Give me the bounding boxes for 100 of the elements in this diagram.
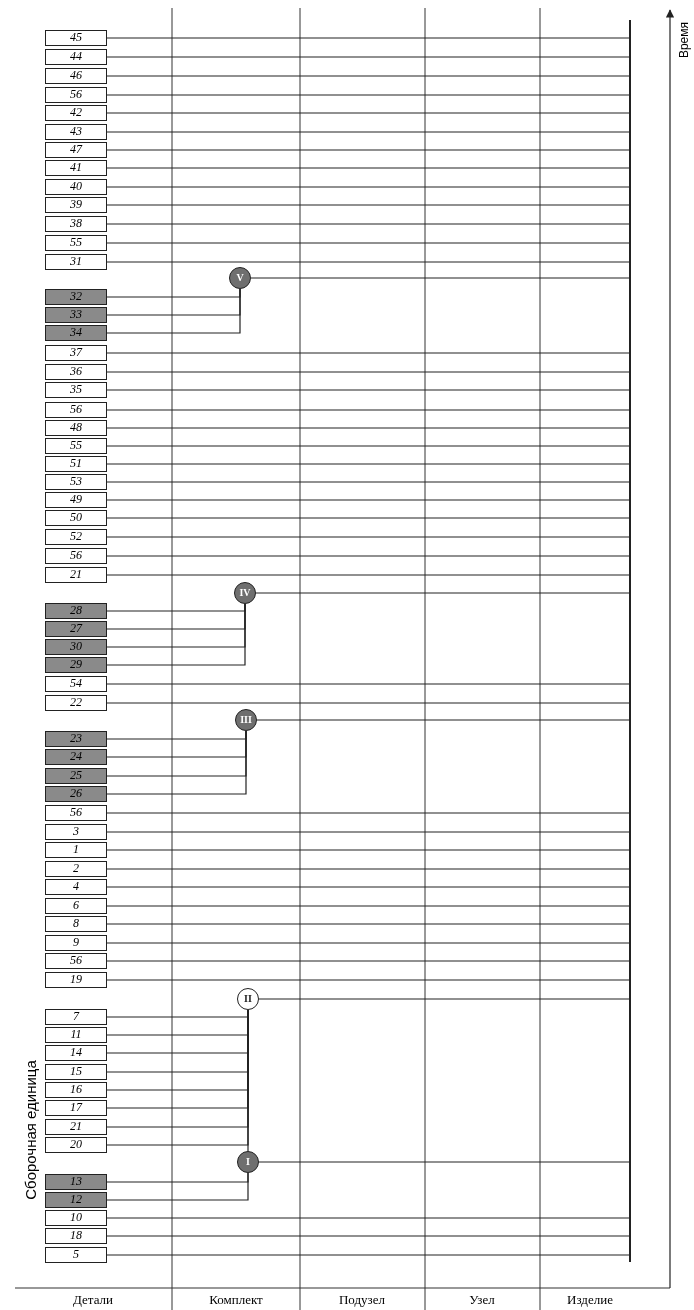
part-box: 56 xyxy=(45,805,107,821)
connector-line xyxy=(106,204,630,206)
part-box: 24 xyxy=(45,749,107,765)
part-box: 10 xyxy=(45,1210,107,1226)
part-box: 50 xyxy=(45,510,107,526)
kit-circle: IV xyxy=(234,582,256,604)
connector-line xyxy=(106,427,630,429)
connector-line xyxy=(106,389,630,391)
part-box: 34 xyxy=(45,325,107,341)
part-box: 25 xyxy=(45,768,107,784)
part-box: 16 xyxy=(45,1082,107,1098)
connector-line xyxy=(106,942,630,944)
connector-line xyxy=(106,37,630,39)
part-box: 1 xyxy=(45,842,107,858)
product-line xyxy=(629,20,631,1262)
part-box: 46 xyxy=(45,68,107,84)
part-box: 45 xyxy=(45,30,107,46)
connector-line xyxy=(106,536,630,538)
part-box: 43 xyxy=(45,124,107,140)
part-box: 55 xyxy=(45,438,107,454)
connector-line xyxy=(106,445,630,447)
part-box: 20 xyxy=(45,1137,107,1153)
part-box: 17 xyxy=(45,1100,107,1116)
part-box: 55 xyxy=(45,235,107,251)
part-box: 28 xyxy=(45,603,107,619)
kit-circle: V xyxy=(229,267,251,289)
part-box: 18 xyxy=(45,1228,107,1244)
part-box: 41 xyxy=(45,160,107,176)
connector-line xyxy=(106,94,630,96)
connector-line xyxy=(106,242,630,244)
connector-line xyxy=(106,223,630,225)
part-box: 8 xyxy=(45,916,107,932)
connector-line xyxy=(255,592,630,594)
connector-line xyxy=(106,603,246,612)
part-box: 7 xyxy=(45,1009,107,1025)
connector-line xyxy=(106,1235,630,1237)
connector-line xyxy=(250,277,630,279)
part-box: 42 xyxy=(45,105,107,121)
column-header: Изделие xyxy=(567,1292,613,1308)
connector-line xyxy=(106,574,630,576)
part-box: 51 xyxy=(45,456,107,472)
part-box: 44 xyxy=(45,49,107,65)
part-box: 15 xyxy=(45,1064,107,1080)
part-box: 37 xyxy=(45,345,107,361)
connector-line xyxy=(106,1172,249,1183)
part-box: 35 xyxy=(45,382,107,398)
part-box: 3 xyxy=(45,824,107,840)
part-box: 56 xyxy=(45,548,107,564)
connector-line xyxy=(106,1254,630,1256)
connector-line xyxy=(106,960,630,962)
part-box: 56 xyxy=(45,953,107,969)
connector-line xyxy=(106,463,630,465)
connector-line xyxy=(106,517,630,519)
part-box: 30 xyxy=(45,639,107,655)
part-box: 27 xyxy=(45,621,107,637)
connector-line xyxy=(106,1217,630,1219)
part-box: 11 xyxy=(45,1027,107,1043)
part-box: 14 xyxy=(45,1045,107,1061)
column-header: Узел xyxy=(469,1292,495,1308)
column-header: Комплект xyxy=(209,1292,263,1308)
part-box: 49 xyxy=(45,492,107,508)
connector-line xyxy=(106,702,630,704)
connector-line xyxy=(106,75,630,77)
side-label: Сборочная единица xyxy=(21,1060,39,1200)
connector-line xyxy=(106,167,630,169)
part-box: 12 xyxy=(45,1192,107,1208)
part-box: 5 xyxy=(45,1247,107,1263)
column-header: Детали xyxy=(73,1292,113,1308)
part-box: 36 xyxy=(45,364,107,380)
part-box: 31 xyxy=(45,254,107,270)
connector-line xyxy=(106,149,630,151)
connector-line xyxy=(256,719,630,721)
kit-circle: I xyxy=(237,1151,259,1173)
part-box: 6 xyxy=(45,898,107,914)
part-box: 21 xyxy=(45,567,107,583)
part-box: 48 xyxy=(45,420,107,436)
part-box: 56 xyxy=(45,87,107,103)
part-box: 4 xyxy=(45,879,107,895)
connector-line xyxy=(106,730,247,740)
part-box: 22 xyxy=(45,695,107,711)
connector-line xyxy=(106,371,630,373)
part-box: 56 xyxy=(45,402,107,418)
connector-line xyxy=(106,56,630,58)
part-box: 9 xyxy=(45,935,107,951)
part-box: 23 xyxy=(45,731,107,747)
part-box: 39 xyxy=(45,197,107,213)
connector-line xyxy=(106,849,630,851)
connector-line xyxy=(106,409,630,411)
connector-line xyxy=(106,831,630,833)
kit-circle: III xyxy=(235,709,257,731)
axis-label: Время xyxy=(677,21,691,59)
connector-line xyxy=(106,905,630,907)
connector-line xyxy=(106,812,630,814)
connector-line xyxy=(106,923,630,925)
kit-circle: II xyxy=(237,988,259,1010)
part-box: 29 xyxy=(45,657,107,673)
part-box: 19 xyxy=(45,972,107,988)
connector-line xyxy=(106,261,630,263)
part-box: 54 xyxy=(45,676,107,692)
connector-line xyxy=(106,131,630,133)
